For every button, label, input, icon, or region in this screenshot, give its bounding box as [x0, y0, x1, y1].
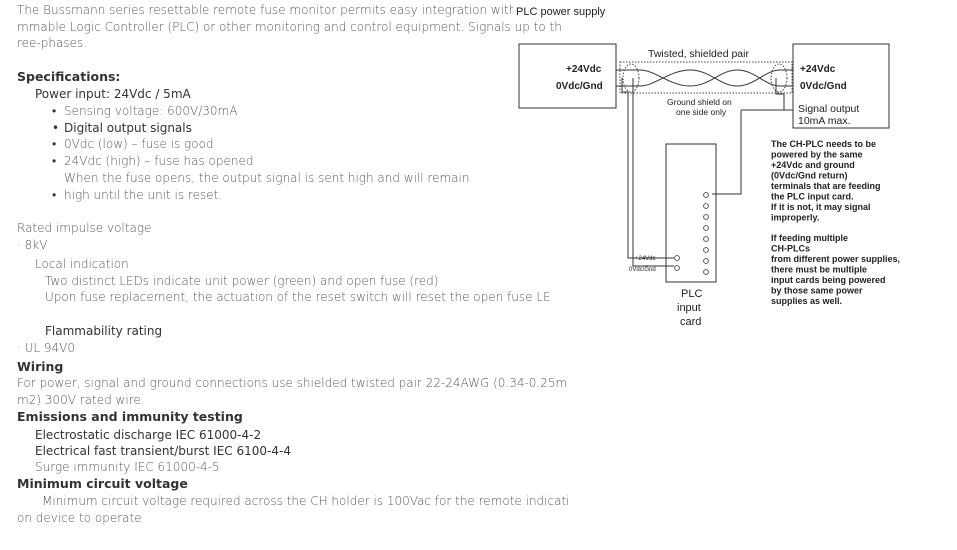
multiple-supplies-note: If feeding multiple CH-PLCs from differe… [771, 233, 900, 306]
monitor-pos-label: +24Vdc [800, 64, 836, 75]
shield-end-right [770, 63, 788, 93]
svg-text:powered by the same: powered by the same [771, 150, 863, 160]
impulse-voltage-label: Rated impulse voltage [17, 221, 152, 235]
svg-text:supplies as well.: supplies as well. [771, 296, 842, 306]
card-label-plc: PLC [681, 288, 702, 300]
intro-line-2: mmable Logic Controller (PLC) or other m… [17, 20, 562, 34]
svg-text:there must be multiple: there must be multiple [771, 265, 867, 275]
specifications-heading: Specifications: [17, 69, 121, 84]
cable-shield [619, 61, 793, 94]
svg-text:CH-PLCs: CH-PLCs [771, 244, 810, 254]
svg-text:+24Vdc and ground: +24Vdc and ground [771, 160, 855, 170]
plc-power-supply-title: PLC power supply [516, 6, 606, 18]
svg-text:by those same power: by those same power [771, 286, 863, 296]
card-label-card: card [680, 316, 701, 328]
emissions-item-surge: Surge immunity IEC 61000-4-5 [35, 460, 220, 474]
signal-output-label: Signal output [798, 103, 859, 115]
intro-line-1: The Bussmann series resettable remote fu… [17, 3, 570, 17]
svg-text:(0Vdc/Gnd return): (0Vdc/Gnd return) [771, 171, 848, 181]
twisted-pair-wires [616, 69, 793, 87]
bullet-fuse-opened: 24Vdc (high) – fuse has opened [52, 153, 253, 169]
wiring-text-1: For power, signal and ground connections… [17, 376, 568, 390]
feed-wires [621, 78, 793, 267]
svg-text:from different power supplies,: from different power supplies, [771, 254, 900, 264]
supply-pos-label: +24Vdc [566, 64, 602, 75]
min-voltage-heading: Minimum circuit voltage [17, 476, 188, 491]
plc-input-card-box [665, 143, 717, 283]
svg-text:improperly.: improperly. [771, 213, 819, 223]
local-indication-label: Local indication [35, 257, 129, 271]
svg-text:terminals that are feeding: terminals that are feeding [771, 181, 881, 191]
input-card-terminals [674, 192, 709, 275]
svg-text:The CH-PLC needs to be: The CH-PLC needs to be [771, 139, 876, 149]
flammability-label: Flammability rating [45, 324, 163, 338]
fuse-opens-note: When the fuse opens, the output signal i… [64, 171, 470, 185]
power-input: Power input: 24Vdc / 5mA [35, 87, 191, 101]
leds-text: Two distinct LEDs indicate unit power (g… [45, 274, 439, 288]
bullet-sensing-voltage: Sensing voltage: 600V/30mA [52, 103, 237, 119]
card-pos-label: +24Vdc [635, 256, 656, 262]
twisted-pair-label: Twisted, shielded pair [648, 48, 749, 60]
reset-text: Upon fuse replacement, the actuation of … [45, 290, 551, 304]
power-note: The CH-PLC needs to be powered by the sa… [771, 139, 881, 223]
min-voltage-text-1: Minimum circuit voltage required across … [42, 494, 570, 508]
ground-shield-line-1: Ground shield on [667, 97, 732, 107]
svg-text:If feeding multiple: If feeding multiple [771, 233, 848, 243]
svg-text:If it is not, it may signal: If it is not, it may signal [771, 202, 871, 212]
min-voltage-text-2: on device to operate [17, 511, 142, 525]
signal-output-rating: 10mA max. [798, 115, 851, 127]
svg-text:the PLC input card.: the PLC input card. [771, 192, 854, 202]
wiring-text-2: m2) 300V rated wire. [17, 393, 145, 407]
intro-line-3: ree-phases. [17, 36, 88, 50]
bullet-digital-output: Digital output signals [52, 120, 192, 136]
emissions-item-eft: Electrical fast transient/burst IEC 6100… [35, 444, 291, 458]
svg-text:input cards being powered: input cards being powered [771, 275, 886, 285]
ground-shield-line-2: one side only [676, 107, 727, 117]
bullet-fuse-good: 0Vdc (low) – fuse is good [52, 136, 214, 152]
flammability-value: · UL 94V0 [17, 341, 76, 355]
wiring-heading: Wiring [17, 359, 64, 374]
supply-title-backdrop [513, 3, 609, 18]
emissions-heading: Emissions and immunity testing [17, 409, 243, 424]
card-gnd-label: 0Vdc/Gnd [629, 267, 656, 273]
emissions-item-esd: Electrostatic discharge IEC 61000-4-2 [35, 428, 262, 442]
shield-end-left [622, 63, 640, 93]
impulse-voltage-value: · 8kV [17, 238, 48, 252]
supply-gnd-label: 0Vdc/Gnd [556, 81, 603, 92]
card-label-input: input [677, 302, 701, 314]
bullet-reset: high until the unit is reset. [52, 187, 222, 203]
monitor-gnd-label: 0Vdc/Gnd [800, 81, 847, 92]
plc-power-supply-box [518, 43, 617, 109]
